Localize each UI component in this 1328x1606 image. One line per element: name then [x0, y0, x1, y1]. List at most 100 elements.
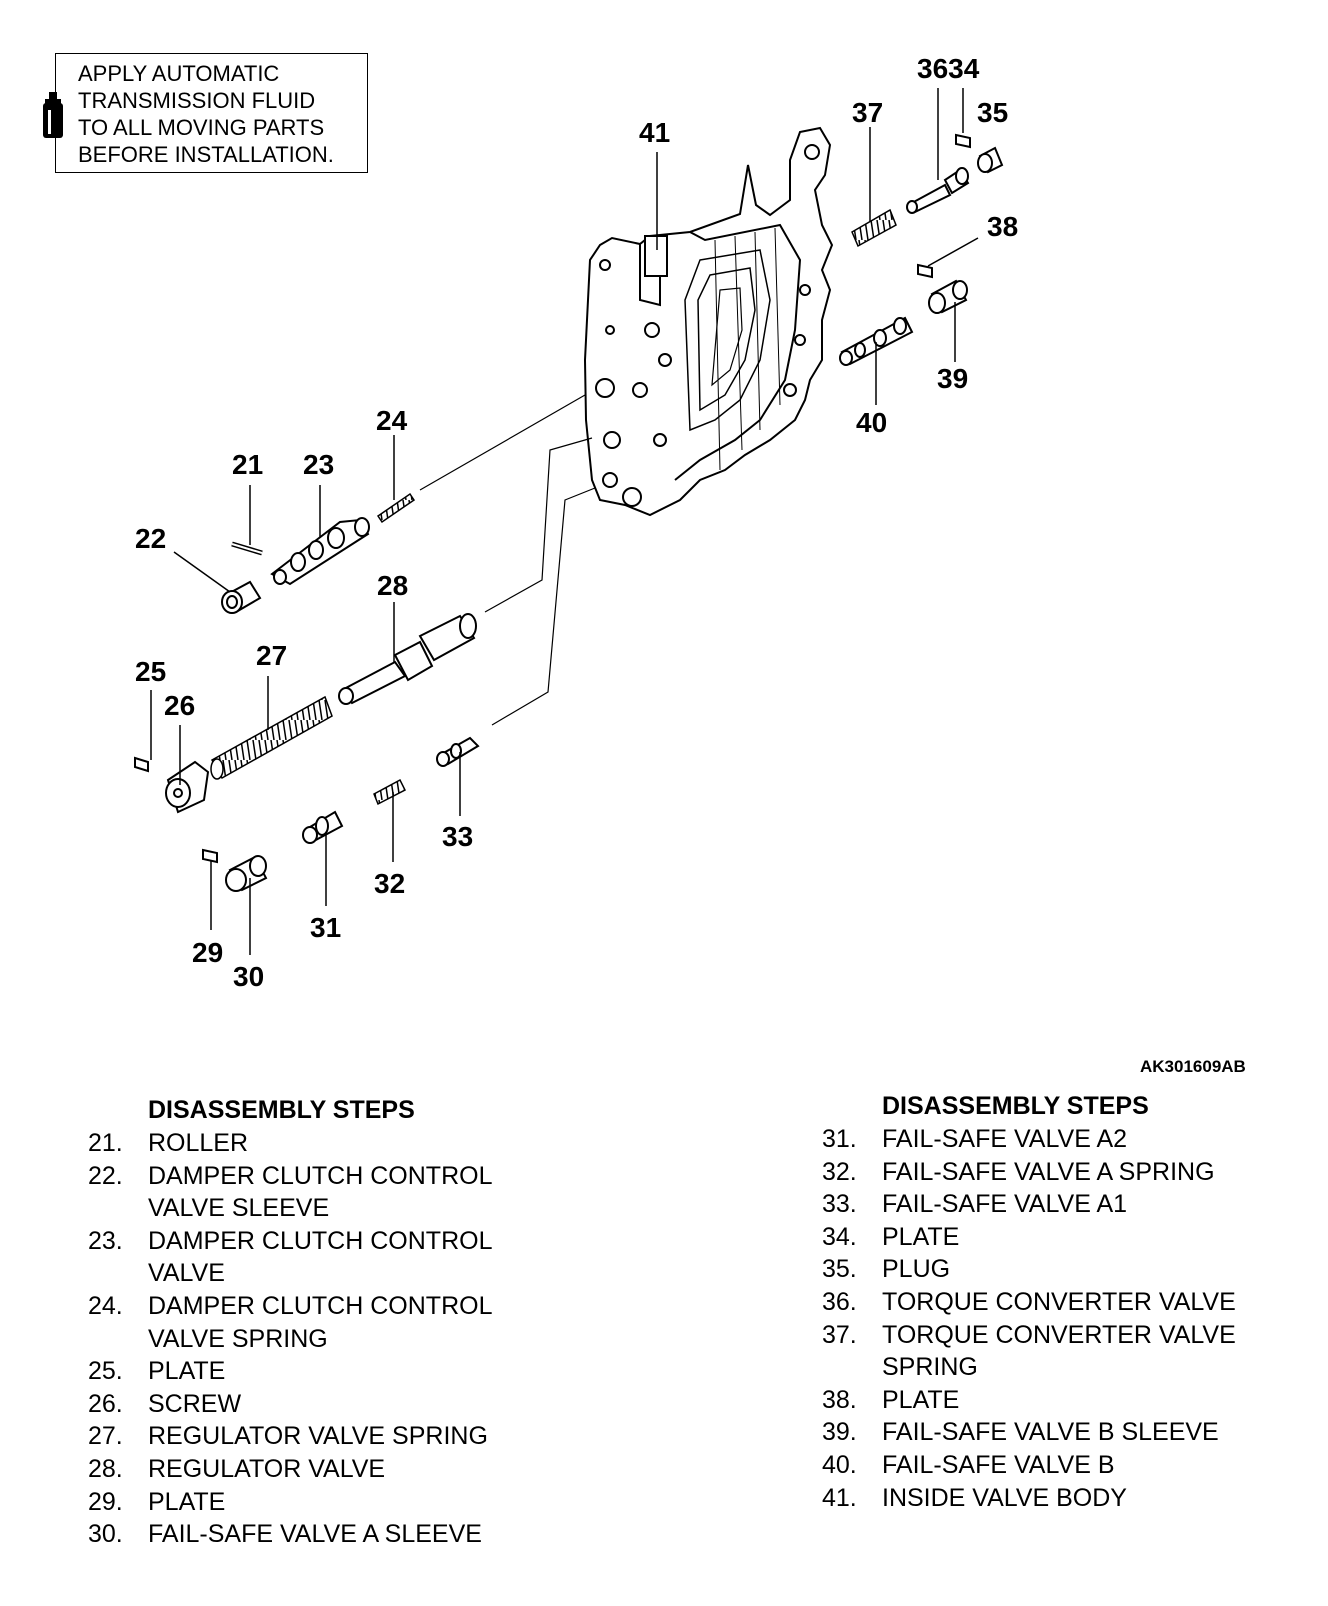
step-text: FAIL-SAFE VALVE A SLEEVE: [148, 1520, 482, 1549]
step-number: 27.: [88, 1422, 123, 1451]
note-line: APPLY AUTOMATIC: [78, 61, 280, 86]
fail-safe-valve-b-40: [839, 316, 914, 366]
leader-lines: [150, 88, 979, 955]
callout-30: 30: [233, 961, 264, 992]
step-text: ROLLER: [148, 1129, 249, 1157]
plate-29: [202, 848, 218, 864]
step-text: TORQUE CONVERTER VALVE SPRING: [882, 1320, 1236, 1382]
list-item: 30. FAIL-SAFE VALVE A SLEEVE: [88, 1518, 538, 1551]
step-text: FAIL-SAFE VALVE A1: [882, 1190, 1128, 1219]
step-text: PLATE: [148, 1487, 226, 1516]
inside-valve-body: [583, 126, 834, 517]
callout-39: 39: [937, 363, 968, 394]
step-number: 37.: [822, 1320, 857, 1349]
fail-safe-valve-b-sleeve-39: [928, 279, 968, 314]
step-text: FAIL-SAFE VALVE B SLEEVE: [882, 1418, 1219, 1447]
oil-bottle-icon: [34, 90, 72, 140]
step-number: 29.: [88, 1487, 123, 1516]
regulator-valve-spring-27: [210, 695, 333, 780]
step-text: DAMPER CLUTCH CONTROL VALVE SPRING: [148, 1291, 492, 1353]
callout-32: 32: [374, 868, 405, 899]
list-item: 34. PLATE: [822, 1221, 1282, 1254]
plate-25: [134, 756, 149, 773]
callout-3634: 3634: [917, 53, 980, 84]
fail-safe-valve-a1-33: [436, 736, 480, 767]
callout-28: 28: [377, 570, 408, 601]
step-text: PLATE: [148, 1357, 226, 1386]
list-item: 31. FAIL-SAFE VALVE A2: [822, 1123, 1282, 1156]
disassembly-steps-left: DISASSEMBLY STEPS 21.ROLLER 22. DAMPER CL…: [88, 1093, 538, 1551]
list-item: 39. FAIL-SAFE VALVE B SLEEVE: [822, 1416, 1282, 1449]
disassembly-steps-right: DISASSEMBLY STEPS 31.FAIL-SAFE VALVE A2 …: [822, 1089, 1282, 1514]
step-number: 41.: [822, 1483, 857, 1512]
list-item: 28. REGULATOR VALVE: [88, 1453, 538, 1486]
step-text: INSIDE VALVE BODY: [882, 1483, 1127, 1512]
list-item: 27. REGULATOR VALVE SPRING: [88, 1420, 538, 1453]
step-number: 26.: [88, 1389, 123, 1418]
step-number: 31.: [822, 1125, 857, 1153]
note-line: TO ALL MOVING PARTS: [78, 115, 325, 140]
list-item: 36. TORQUE CONVERTER VALVE: [822, 1286, 1282, 1319]
step-number: 30.: [88, 1520, 123, 1549]
step-number: 36.: [822, 1287, 857, 1316]
note-line: BEFORE INSTALLATION.: [78, 142, 334, 167]
callout-41: 41: [639, 117, 670, 148]
list-item: 21.ROLLER: [88, 1127, 538, 1160]
valve-body-exploded-diagram: 41 37 3634 35 38 39 40 24 21 23 22 28 25…: [134, 53, 1018, 992]
step-text: FAIL-SAFE VALVE B: [882, 1450, 1115, 1479]
list-item: 22. DAMPER CLUTCH CONTROL VALVE SLEEVE: [88, 1160, 538, 1225]
step-text: TORQUE CONVERTER VALVE: [882, 1287, 1236, 1316]
regulator-valve-28: [338, 613, 477, 705]
steps-heading: DISASSEMBLY STEPS: [148, 1096, 415, 1124]
step-number: 25.: [88, 1357, 123, 1386]
step-text: PLUG: [882, 1255, 951, 1284]
step-number: 23.: [88, 1226, 123, 1255]
callout-38: 38: [987, 211, 1018, 242]
callout-35: 35: [977, 97, 1008, 128]
assembly-guide-lines: [419, 394, 596, 726]
list-item: 35. PLUG: [822, 1253, 1282, 1286]
step-number: 33.: [822, 1190, 857, 1219]
fail-safe-valve-a-spring-32: [373, 778, 407, 806]
damper-clutch-control-valve-23: [270, 517, 370, 586]
callout-40: 40: [856, 407, 887, 438]
list-item: 23.DAMPER CLUTCH CONTROL VALVE: [88, 1225, 538, 1290]
figure-code: AK301609AB: [1140, 1057, 1246, 1076]
callout-23: 23: [303, 449, 334, 480]
callout-37: 37: [852, 97, 883, 128]
step-number: 40.: [822, 1450, 857, 1479]
callout-26: 26: [164, 690, 195, 721]
step-text: REGULATOR VALVE: [148, 1454, 386, 1483]
step-text: PLATE: [882, 1222, 960, 1251]
callout-29: 29: [192, 937, 223, 968]
step-number: 35.: [822, 1255, 857, 1284]
fluid-note: APPLY AUTOMATIC TRANSMISSION FLUID TO AL…: [78, 60, 334, 168]
callout-31: 31: [310, 912, 341, 943]
step-text: DAMPER CLUTCH CONTROL VALVE SLEEVE: [148, 1161, 492, 1223]
list-item: 24. DAMPER CLUTCH CONTROL VALVE SPRING: [88, 1290, 538, 1355]
step-number: 39.: [822, 1418, 857, 1447]
step-number: 22.: [88, 1161, 123, 1190]
step-number: 34.: [822, 1222, 857, 1251]
callout-25: 25: [135, 656, 166, 687]
step-number: 24.: [88, 1291, 123, 1320]
list-item: 41. INSIDE VALVE BODY: [822, 1482, 1282, 1515]
torque-converter-valve-36: [906, 167, 970, 214]
step-text: REGULATOR VALVE SPRING: [148, 1422, 488, 1451]
step-text: FAIL-SAFE VALVE A2: [882, 1125, 1128, 1153]
callout-33: 33: [442, 821, 473, 852]
step-text: FAIL-SAFE VALVE A SPRING: [882, 1157, 1215, 1186]
roller-21: [231, 541, 263, 556]
step-text: PLATE: [882, 1385, 960, 1414]
damper-clutch-control-valve-sleeve-22: [221, 580, 262, 614]
step-number: 28.: [88, 1454, 123, 1483]
list-item: 38.PLATE: [822, 1384, 1282, 1417]
screw-26: [165, 760, 210, 814]
list-item: 32.FAIL-SAFE VALVE A SPRING: [822, 1156, 1282, 1189]
callout-24: 24: [376, 405, 408, 436]
list-item: 26.SCREW: [88, 1388, 538, 1421]
list-item: 37. TORQUE CONVERTER VALVE SPRING: [822, 1319, 1282, 1384]
list-item: 40. FAIL-SAFE VALVE B: [822, 1449, 1282, 1482]
plug-35: [977, 146, 1004, 174]
damper-clutch-control-valve-spring-24: [376, 492, 416, 524]
